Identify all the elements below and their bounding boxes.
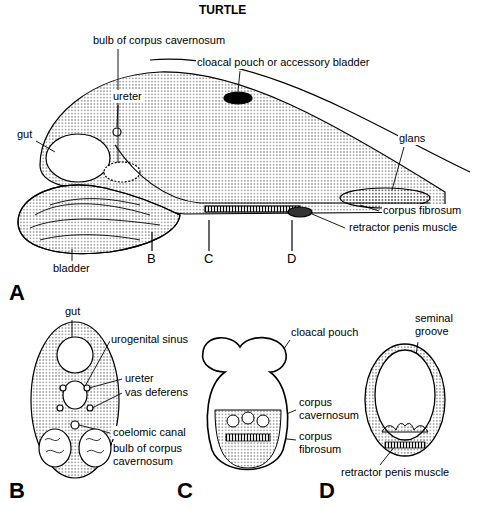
section-line: [151, 232, 152, 251]
part-label: cloacal pouch or accessory bladder: [196, 56, 370, 69]
part-label: bulb of corpus cavernosum: [92, 34, 226, 47]
illustration-part: [382, 423, 428, 432]
figure-title: TURTLE: [198, 4, 247, 18]
part-label: corpus fibrosum: [298, 430, 362, 455]
part-label: ureter: [112, 90, 143, 103]
part-label: vas deferens: [124, 386, 189, 399]
part-label: glans: [398, 132, 426, 145]
illustration-part: [31, 322, 119, 478]
part-label: bladder: [52, 262, 91, 275]
part-label: urogenital sinus: [110, 333, 189, 346]
retractor-blob: [288, 207, 312, 217]
illustration-part: [87, 405, 93, 411]
illustration-part: [227, 415, 239, 427]
illustration-part: [72, 249, 73, 261]
illustration-part: [365, 344, 445, 456]
illustration-part: [375, 350, 435, 440]
illustration-part: [360, 205, 379, 211]
bulb-outline: [104, 162, 140, 182]
bladder-outline: [18, 185, 180, 254]
part-label: corpus fibrosum: [382, 204, 462, 217]
illustration-part: [36, 141, 55, 152]
illustration-part: [45, 438, 104, 453]
cross-section-c: [203, 338, 288, 470]
section-marker: B: [146, 252, 157, 267]
panel-letter: B: [8, 478, 26, 503]
illustration-part: [118, 49, 119, 163]
bladder-fill: [18, 185, 180, 254]
illustration-part: [215, 410, 281, 468]
illustration-part: [60, 385, 66, 391]
illustration-part: [39, 429, 71, 467]
part-label: corpus cavernosum: [298, 396, 362, 421]
illustration-part: [257, 415, 269, 427]
illustration-part: [79, 429, 111, 467]
part-label: cloacal pouch: [290, 326, 359, 339]
sagittal-section: [18, 59, 470, 254]
section-line: [291, 220, 292, 251]
bladder-folds: [30, 199, 160, 240]
illustration-part: [117, 105, 118, 127]
part-label: ureter: [124, 372, 155, 385]
panel-letter: C: [176, 478, 194, 503]
part-label: gut: [16, 128, 33, 141]
section-marker: C: [203, 252, 214, 267]
cross-section-b: [31, 322, 119, 478]
part-label: bulb of corpus cavernosum: [112, 442, 202, 467]
illustration-part: [71, 421, 79, 429]
illustration-part: [392, 147, 404, 190]
part-label: retractor penis muscle: [340, 466, 450, 479]
illustration-part: [242, 412, 254, 424]
section-marker: D: [286, 252, 297, 267]
illustration-part: [63, 381, 87, 409]
panel-letter: D: [318, 478, 336, 503]
illustration-part: [84, 385, 90, 391]
illustration-part: [57, 405, 63, 411]
illustration-part: [226, 434, 270, 441]
illustration-part: [57, 337, 93, 373]
part-label: gut: [64, 305, 81, 318]
illustration-part: [385, 442, 425, 448]
section-line: [208, 220, 209, 251]
corpus-fibrosum-bar: [205, 206, 300, 212]
gut-outline: [46, 134, 110, 182]
cloacal-pouch-blob: [224, 92, 252, 104]
illustration-part: [238, 71, 240, 91]
cross-section-d: [365, 344, 445, 456]
part-label: seminal groove: [414, 312, 472, 337]
panel-letter: A: [8, 280, 26, 305]
part-label: retractor penis muscle: [348, 221, 458, 234]
ureter-dot: [113, 128, 121, 136]
part-label: coelomic canal: [112, 426, 187, 439]
illustration-part: [312, 214, 345, 228]
illustration-part: [203, 338, 288, 470]
